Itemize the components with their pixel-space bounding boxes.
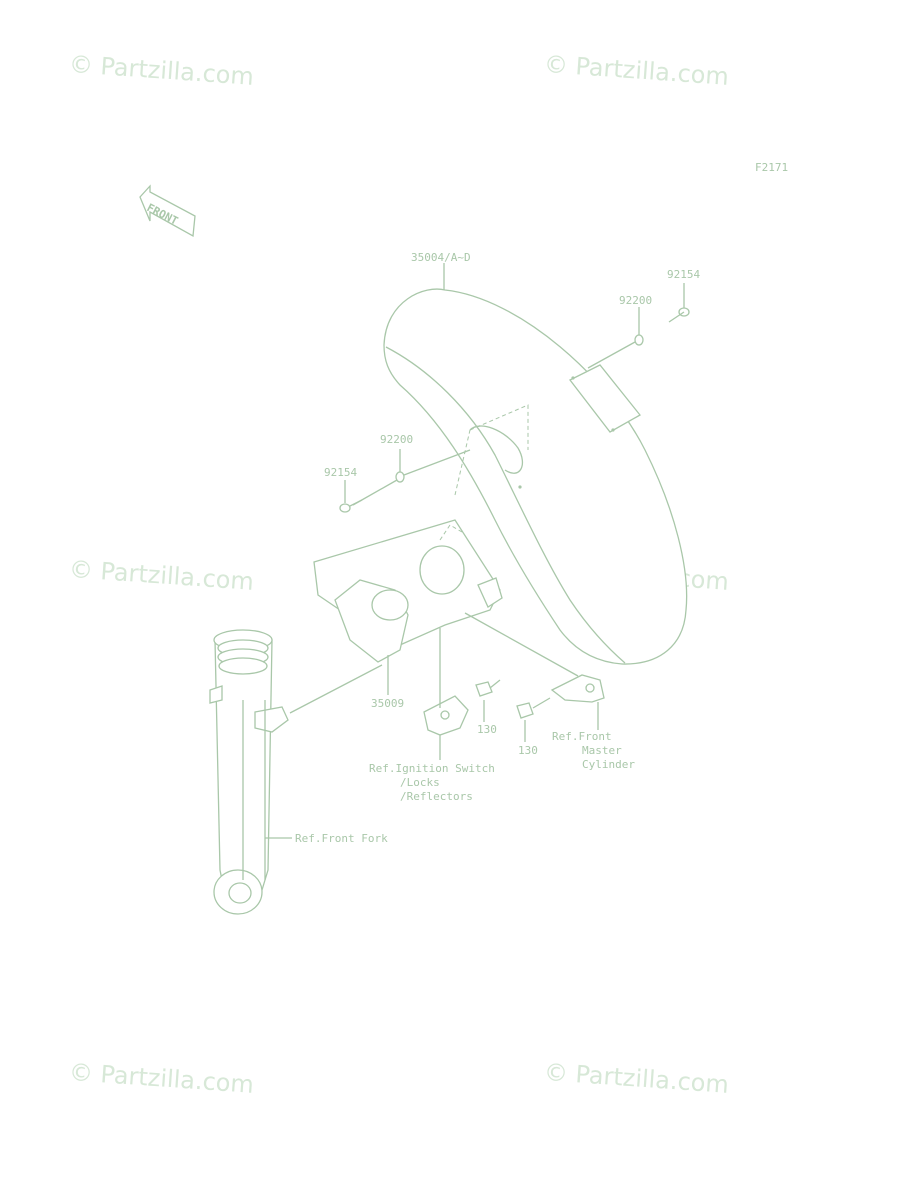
leader-lines — [265, 263, 685, 839]
ref-master-cylinder-line2: Master — [582, 744, 622, 757]
fastener-nut-right-icon — [516, 702, 534, 719]
fastener-bolt-right-icon — [668, 307, 690, 323]
callout-washer-left: 92200 — [380, 433, 414, 446]
ref-ignition-line3: /Reflectors — [400, 790, 473, 803]
ignition-switch-clamp — [423, 695, 469, 736]
figure-code: F2171 — [755, 161, 789, 174]
callout-fender: 35004/A~D — [411, 251, 471, 264]
master-cylinder-clamp — [550, 674, 605, 703]
front-fender — [383, 288, 688, 665]
callout-nut-center: 130 — [477, 723, 497, 736]
front-arrow-icon: FRONT — [139, 184, 196, 238]
fastener-nut-center-icon — [475, 681, 493, 697]
fender-bracket — [313, 519, 503, 663]
ref-master-cylinder-line3: Cylinder — [582, 758, 635, 771]
callout-bracket: 35009 — [371, 697, 405, 710]
ref-ignition-line1: Ref.Ignition Switch — [369, 762, 495, 775]
callout-bolt-left: 92154 — [324, 466, 358, 479]
ref-ignition-line2: /Locks — [400, 776, 440, 789]
ref-front-fork: Ref.Front Fork — [295, 832, 388, 845]
callout-washer-right: 92200 — [619, 294, 653, 307]
fastener-washer-right-icon — [634, 334, 644, 346]
callout-nut-right: 130 — [518, 744, 538, 757]
ref-master-cylinder-line1: Ref.Front — [552, 730, 612, 743]
callout-bolt-right: 92154 — [667, 268, 701, 281]
front-fork — [209, 629, 289, 915]
